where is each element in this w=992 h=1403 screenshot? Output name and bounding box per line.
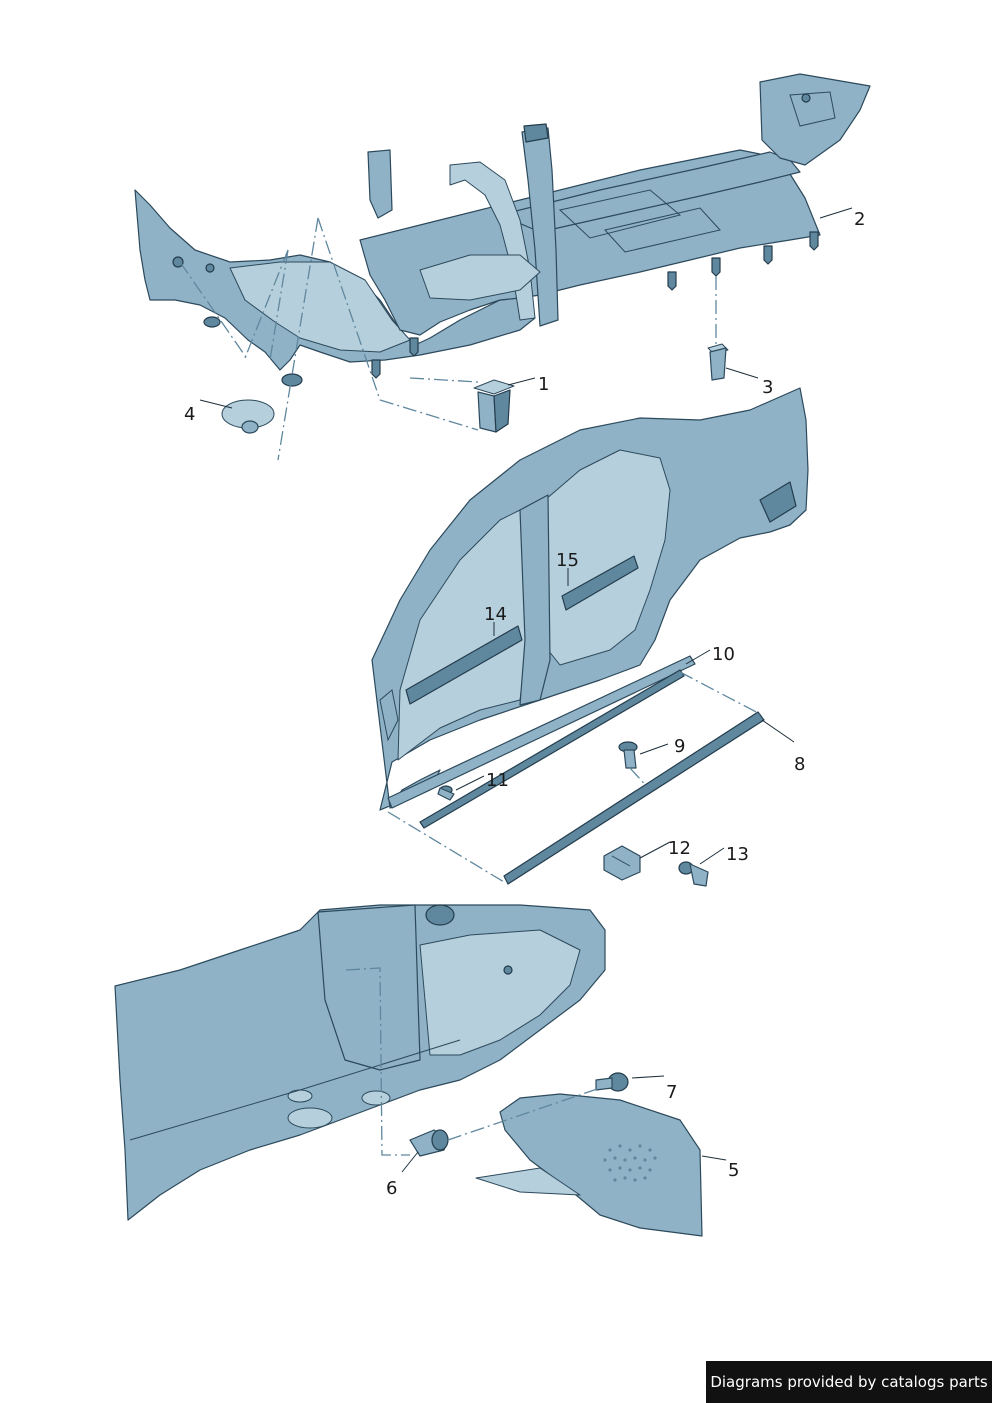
body-side-panel <box>371 387 809 811</box>
credit-badge: Diagrams provided by catalogs parts <box>706 1361 992 1403</box>
callout-11: 11 <box>486 770 509 791</box>
callout-4: 4 <box>184 404 195 425</box>
leader-lines <box>199 207 853 1173</box>
part-12-clip <box>603 845 641 881</box>
part-3-clip <box>707 343 729 381</box>
front-wheelhouse-assembly <box>114 904 606 1221</box>
part-9-fastener <box>618 741 638 769</box>
callout-5: 5 <box>728 1160 739 1181</box>
callout-13: 13 <box>726 844 749 865</box>
part-8-sill-trim <box>503 711 765 885</box>
callout-10: 10 <box>712 644 735 665</box>
callout-1: 1 <box>538 374 549 395</box>
underbody-assembly <box>134 73 871 387</box>
part-7-screw <box>595 1072 629 1092</box>
part-6-expansion-clip <box>409 1129 449 1157</box>
callout-8: 8 <box>794 754 805 775</box>
part-13-clip <box>678 861 709 887</box>
callout-9: 9 <box>674 736 685 757</box>
callout-2: 2 <box>854 209 865 230</box>
part-5-mudguard <box>475 1093 703 1237</box>
callout-6: 6 <box>386 1178 397 1199</box>
assembly-lines <box>179 217 761 1156</box>
part-4-round-plug <box>221 399 275 434</box>
part-11-screw <box>437 785 455 801</box>
callout-15: 15 <box>556 550 579 571</box>
part-1-plug <box>473 379 515 433</box>
callout-12: 12 <box>668 838 691 859</box>
callout-3: 3 <box>762 377 773 398</box>
mudguard-vent-pattern <box>603 1144 657 1182</box>
callout-labels: 1 2 3 4 5 6 7 8 9 10 11 12 13 14 15 <box>184 209 865 1199</box>
callout-14: 14 <box>484 604 507 625</box>
part-10-sill-molding <box>419 669 685 829</box>
callout-7: 7 <box>666 1082 677 1103</box>
